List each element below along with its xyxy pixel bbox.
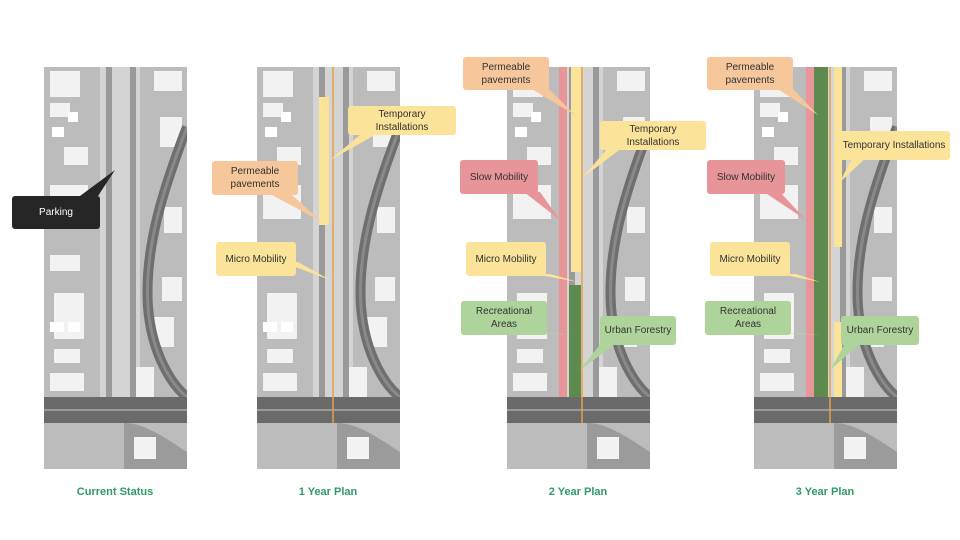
bottom-road-line xyxy=(44,409,187,411)
building xyxy=(627,207,645,233)
temporary-installation xyxy=(319,97,329,225)
building xyxy=(68,112,78,122)
callout-micro-mobility: Micro Mobility xyxy=(216,242,296,276)
building xyxy=(52,127,64,137)
parking-strip xyxy=(106,67,112,397)
callout-parking: Parking xyxy=(12,196,100,229)
building xyxy=(160,117,182,147)
building xyxy=(50,103,70,117)
caption-1-year-plan: 1 Year Plan xyxy=(298,486,358,498)
building xyxy=(263,103,283,117)
building xyxy=(263,322,277,332)
building xyxy=(844,437,866,459)
building xyxy=(164,207,182,233)
building xyxy=(762,127,774,137)
building xyxy=(68,322,80,332)
building xyxy=(864,71,892,91)
building xyxy=(265,127,277,137)
bottom-road-line xyxy=(257,409,400,411)
parking-strip xyxy=(319,67,325,397)
building xyxy=(154,71,182,91)
parking-strip xyxy=(593,67,599,397)
building xyxy=(50,322,64,332)
callout-slow-mobility: Slow Mobility xyxy=(707,160,785,194)
building xyxy=(778,112,788,122)
building xyxy=(874,207,892,233)
curved-road-line xyxy=(146,126,187,399)
callout-temporary-installations: Temporary Installations xyxy=(600,121,706,150)
parking-strip xyxy=(130,67,136,397)
slow-mobility-lane xyxy=(559,67,567,397)
building xyxy=(263,71,293,97)
building xyxy=(134,437,156,459)
building xyxy=(54,293,84,339)
callout-permeable-pavements: Permeable pavements xyxy=(707,57,793,90)
building xyxy=(617,71,645,91)
building xyxy=(50,71,80,97)
slow-mobility-lane xyxy=(806,67,814,397)
temporary-installation xyxy=(571,67,581,272)
building xyxy=(267,349,293,363)
building xyxy=(162,277,182,301)
urban-forestry-strip xyxy=(814,67,828,397)
building xyxy=(347,437,369,459)
bottom-road-line xyxy=(507,409,650,411)
building xyxy=(517,349,543,363)
building xyxy=(760,373,794,391)
building xyxy=(625,277,645,301)
building xyxy=(513,103,533,117)
curved-road-line xyxy=(359,126,400,399)
caption-2-year-plan: 2 Year Plan xyxy=(548,486,608,498)
callout-permeable-pavements: Permeable pavements xyxy=(212,161,298,195)
callout-slow-mobility: Slow Mobility xyxy=(460,160,538,194)
building xyxy=(515,127,527,137)
urban-forestry-strip xyxy=(569,285,581,397)
parking-strip xyxy=(343,67,349,397)
caption-current-status: Current Status xyxy=(76,486,154,498)
callout-urban-forestry: Urban Forestry xyxy=(841,316,919,345)
building xyxy=(764,349,790,363)
building xyxy=(50,255,80,271)
building xyxy=(531,112,541,122)
building xyxy=(64,147,88,165)
building xyxy=(513,373,547,391)
callout-recreational-areas: Recreational Areas xyxy=(461,301,547,335)
building xyxy=(277,147,301,165)
bottom-road-line xyxy=(754,409,897,411)
building xyxy=(760,103,780,117)
callout-permeable-pavements: Permeable pavements xyxy=(463,57,549,90)
callout-micro-mobility: Micro Mobility xyxy=(466,242,546,276)
callout-micro-mobility: Micro Mobility xyxy=(710,242,790,276)
map-current-status xyxy=(44,67,187,469)
building xyxy=(375,277,395,301)
parking-strip xyxy=(840,67,846,397)
callout-temporary-installations: Temporary Installations xyxy=(348,106,456,135)
building xyxy=(377,207,395,233)
callout-temporary-installations: Temporary Installations xyxy=(838,131,950,160)
building xyxy=(597,437,619,459)
callout-urban-forestry: Urban Forestry xyxy=(600,316,676,345)
curved-road-line xyxy=(856,126,897,399)
building xyxy=(54,349,80,363)
building xyxy=(367,71,395,91)
building xyxy=(50,373,84,391)
building xyxy=(263,373,297,391)
building xyxy=(281,112,291,122)
building xyxy=(267,293,297,339)
building xyxy=(281,322,293,332)
callout-recreational-areas: Recreational Areas xyxy=(705,301,791,335)
map-base xyxy=(44,67,187,469)
curved-road-line xyxy=(609,126,650,399)
caption-3-year-plan: 3 Year Plan xyxy=(795,486,855,498)
building xyxy=(872,277,892,301)
